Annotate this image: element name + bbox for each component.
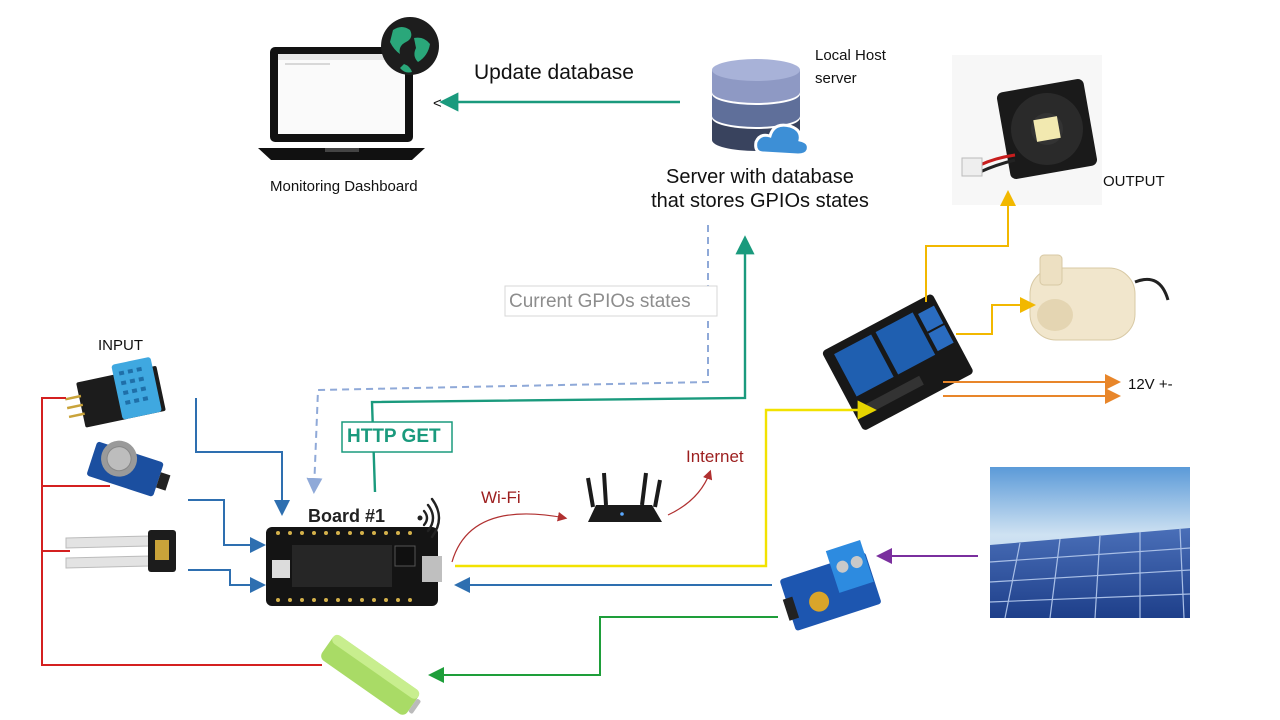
soil-moisture-sensor-icon: [65, 530, 176, 572]
relay-to-pump-arrow: [956, 297, 1036, 335]
laptop-icon: [258, 47, 425, 160]
internet-label: Internet: [686, 447, 744, 466]
gas-sensor-icon: [87, 440, 171, 497]
board-label: Board #1: [308, 506, 386, 526]
dht-sensor-icon: [65, 357, 166, 428]
router-to-internet-arrow: [667, 469, 713, 516]
server-label-line1: Server with database: [666, 166, 854, 188]
monitoring-dashboard-label: Monitoring Dashboard: [270, 178, 418, 195]
router-icon: [586, 472, 662, 522]
sensor-to-battery-arrow: [428, 616, 778, 683]
relay-module-icon: [822, 294, 973, 430]
wifi-label: Wi-Fi: [481, 488, 521, 507]
fan-icon: [952, 55, 1102, 205]
power-line-main: [41, 397, 322, 666]
output-label: OUTPUT: [1103, 173, 1165, 190]
battery-icon: [321, 634, 421, 715]
esp32-board-icon: [266, 527, 442, 606]
gas-to-board-arrow: [188, 499, 266, 553]
cloud-icon: [754, 123, 810, 157]
local-host-label-line2: server: [815, 70, 857, 87]
wifi-signal-icon: [417, 497, 441, 539]
http-get-label: HTTP GET: [347, 426, 441, 447]
board-to-relay-arrow: [455, 400, 877, 568]
local-host-label-line1: Local Host: [815, 47, 886, 64]
http-get-box: [341, 421, 453, 453]
soil-to-board-arrow: [188, 569, 266, 593]
dht-to-board-arrow: [195, 398, 290, 516]
globe-icon: [381, 17, 439, 75]
relay-to-fan-arrow: [925, 190, 1016, 302]
left-caret: <: [433, 95, 442, 112]
update-database-label: Update database: [474, 61, 634, 84]
current-gpio-label: Current GPIOs states: [509, 291, 691, 312]
water-pump-icon: [1029, 254, 1170, 341]
voltage-sensor-icon: [780, 539, 881, 631]
solar-panel-icon: [989, 467, 1191, 619]
board-to-router-arrow: [451, 511, 568, 563]
input-label: INPUT: [98, 337, 143, 354]
server-label-line2: that stores GPIOs states: [651, 190, 869, 212]
voltage-label: 12V +-: [1128, 376, 1173, 393]
current-gpio-box: [504, 285, 718, 317]
